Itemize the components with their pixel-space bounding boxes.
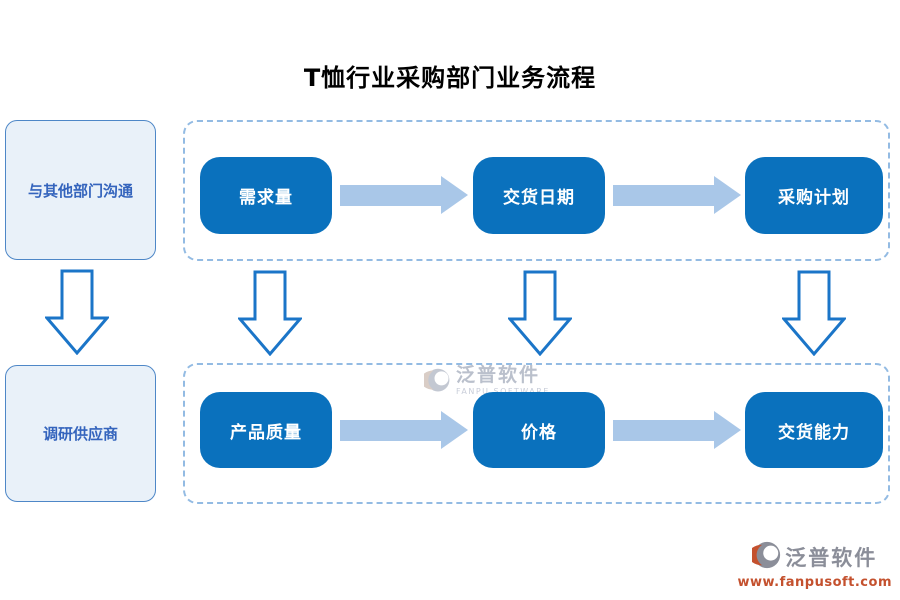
right-arrow-head-icon [441, 411, 468, 449]
right-arrow-icon [613, 185, 714, 206]
node-research-suppliers: 调研供应商 [5, 365, 156, 502]
right-arrow-icon [340, 420, 441, 441]
top-flow-group [183, 120, 890, 261]
footer-brand: 泛普软件 www.fanpusoft.com [737, 540, 892, 590]
right-arrow-head-icon [714, 411, 741, 449]
bottom-flow-group [183, 363, 890, 504]
node-label: 价格 [521, 422, 557, 443]
right-arrow-icon [613, 420, 714, 441]
fanpu-logo-icon [748, 540, 782, 574]
node-label: 交货能力 [778, 422, 850, 443]
watermark-brand-text: 泛普软件 [456, 364, 541, 386]
down-arrow-icon [238, 270, 302, 356]
right-arrow-head-icon [714, 176, 741, 214]
right-arrow-icon [340, 185, 441, 206]
node-price: 价格 [473, 392, 605, 468]
footer-url: www.fanpusoft.com [737, 575, 892, 590]
node-label: 与其他部门沟通 [27, 181, 133, 200]
node-delivery-date: 交货日期 [473, 157, 605, 234]
node-label: 产品质量 [230, 422, 302, 443]
watermark: 泛普软件 FANPU SOFTWARE [420, 364, 550, 400]
node-communicate-other-departments: 与其他部门沟通 [5, 120, 156, 260]
node-label: 调研供应商 [42, 425, 118, 443]
node-label: 采购计划 [778, 188, 850, 208]
down-arrow-icon [508, 270, 572, 356]
node-product-quality: 产品质量 [200, 392, 332, 468]
watermark-subtext: FANPU SOFTWARE [456, 387, 548, 396]
node-delivery-capability: 交货能力 [745, 392, 883, 468]
down-arrow-icon [45, 269, 109, 355]
node-label: 需求量 [239, 188, 293, 208]
node-demand-quantity: 需求量 [200, 157, 332, 234]
node-procurement-plan: 采购计划 [745, 157, 883, 234]
down-arrow-icon [782, 270, 846, 356]
footer-brand-text: 泛普软件 [785, 546, 878, 570]
page-title: T恤行业采购部门业务流程 [303, 64, 597, 92]
node-label: 交货日期 [503, 188, 575, 208]
watermark-logo-icon [420, 366, 452, 400]
right-arrow-head-icon [441, 176, 468, 214]
